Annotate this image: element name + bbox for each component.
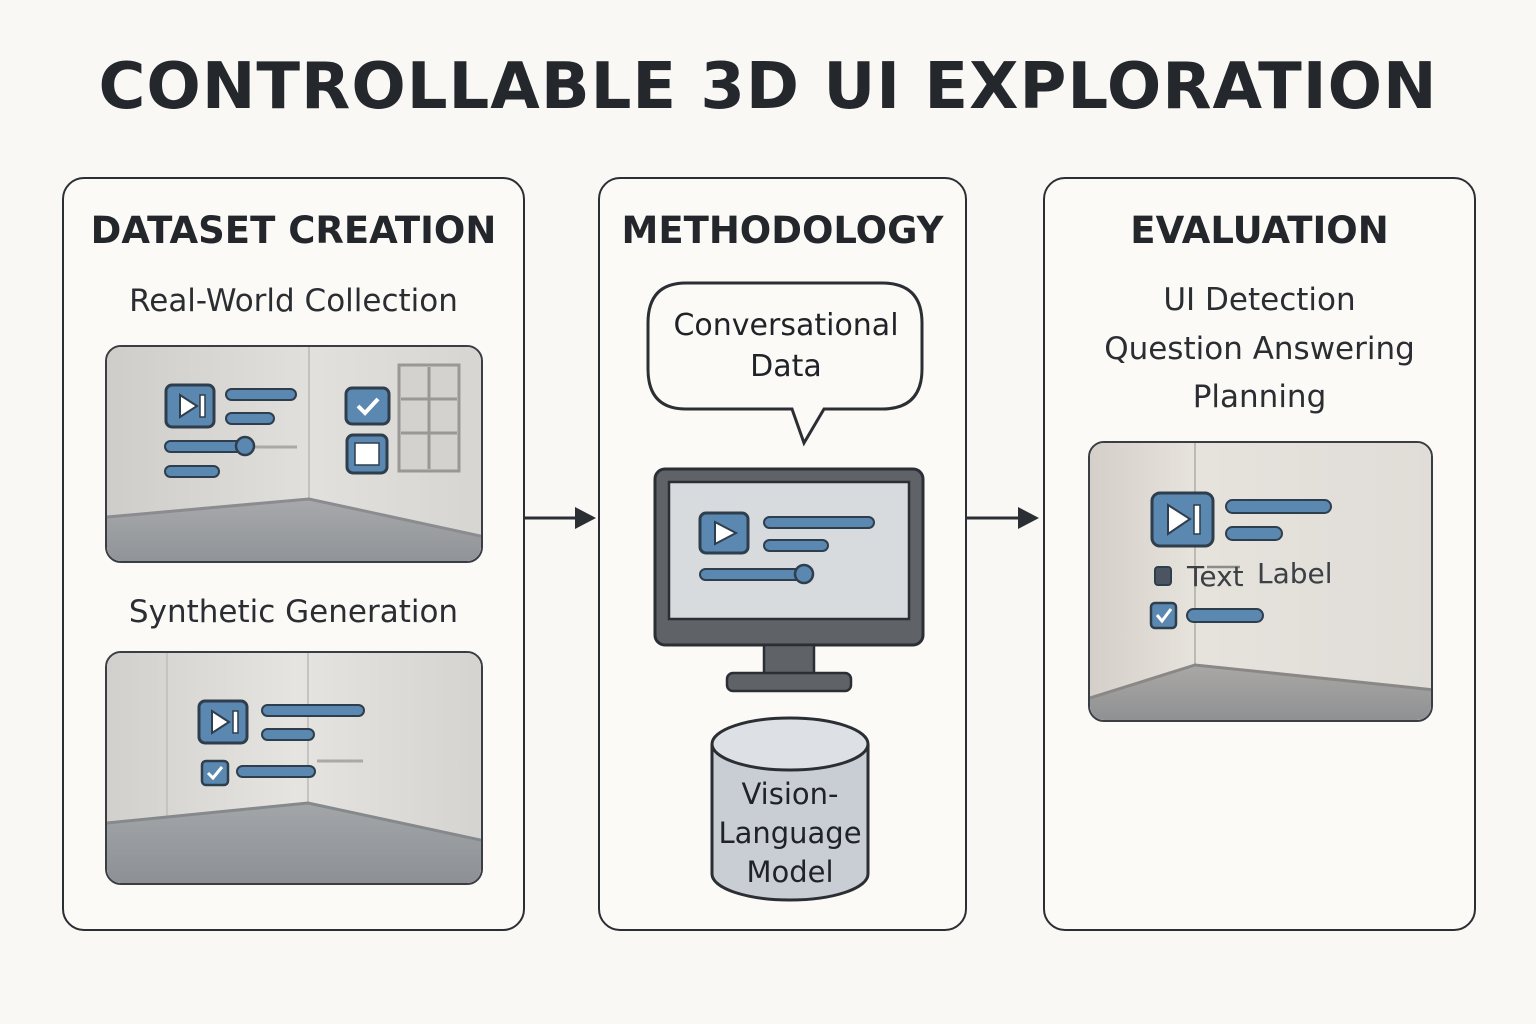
vision-language-model-text: Vision- Language Model: [708, 775, 872, 892]
arrow-right-icon: [525, 507, 596, 529]
synthetic-scene: [105, 651, 483, 885]
window-icon: [397, 363, 461, 473]
checkbox-checked-icon: [200, 759, 230, 787]
task-ui-detection: UI Detection: [1163, 282, 1356, 318]
conversational-data-text: Conversational Data: [648, 305, 924, 387]
checkbox-empty-icon: [345, 433, 389, 475]
model-line-3: Model: [746, 855, 834, 889]
synthetic-generation-label: Synthetic Generation: [128, 594, 459, 630]
panel-evaluation: EVALUATION UI Detection Question Answeri…: [1043, 177, 1476, 931]
dataset-creation-heading: DATASET CREATION: [90, 209, 497, 252]
evaluation-scene: Text Label: [1088, 441, 1433, 722]
real-world-scene: [105, 345, 483, 563]
task-planning: Planning: [1192, 379, 1327, 415]
play-skip-icon: [197, 699, 249, 745]
panel-dataset-creation: DATASET CREATION Real-World Collection: [62, 177, 525, 931]
overlay-text-word: Text: [1187, 560, 1244, 593]
checkbox-checked-icon: [1149, 601, 1178, 630]
task-question-answering: Question Answering: [1104, 331, 1415, 367]
bubble-line-1: Conversational: [673, 308, 899, 343]
panel-methodology: METHODOLOGY Conversational Data Vision- …: [598, 177, 967, 931]
overlay-label-word: Label: [1257, 557, 1333, 590]
play-icon: [698, 511, 750, 555]
speech-bubble-icon: [646, 281, 924, 447]
real-world-collection-label: Real-World Collection: [129, 283, 458, 319]
play-skip-icon: [164, 383, 216, 429]
monitor-icon: [653, 467, 925, 693]
play-skip-icon: [1150, 491, 1215, 548]
methodology-heading: METHODOLOGY: [621, 209, 944, 252]
checkbox-empty-icon: [1154, 566, 1172, 586]
model-line-2: Language: [718, 816, 862, 850]
bubble-line-2: Data: [750, 349, 822, 384]
arrow-right-icon: [967, 507, 1039, 529]
model-line-1: Vision-: [741, 777, 839, 811]
checkbox-checked-icon: [344, 386, 391, 426]
evaluation-heading: EVALUATION: [1130, 209, 1389, 252]
diagram-title: CONTROLLABLE 3D UI EXPLORATION: [98, 50, 1438, 124]
database-icon: [710, 716, 870, 902]
